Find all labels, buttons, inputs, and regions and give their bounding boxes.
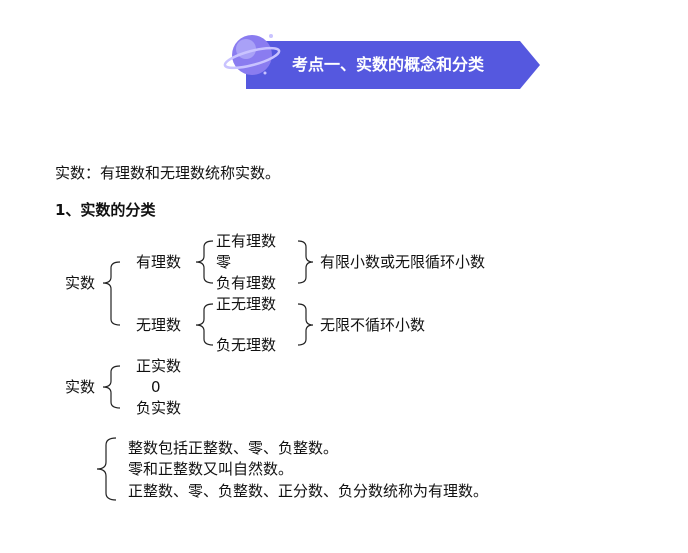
brace-rational bbox=[195, 240, 214, 284]
note-line: 整数包括正整数、零、负整数。 bbox=[128, 439, 339, 457]
rational-child: 负有理数 bbox=[216, 274, 277, 292]
rational-child: 正有理数 bbox=[216, 232, 277, 250]
intro-text: 实数：有理数和无理数统称实数。 bbox=[55, 164, 281, 182]
brace-real-sign bbox=[102, 365, 121, 409]
note-line: 零和正整数又叫自然数。 bbox=[128, 460, 294, 478]
banner-title: 考点一、实数的概念和分类 bbox=[292, 55, 485, 74]
brace-irrational-right bbox=[297, 303, 314, 346]
rational-child: 零 bbox=[216, 253, 232, 271]
rational-note: 有限小数或无限循环小数 bbox=[320, 253, 486, 271]
rational-label: 有理数 bbox=[136, 253, 182, 271]
brace-real bbox=[102, 261, 121, 326]
tree2-child: 0 bbox=[151, 378, 161, 396]
note-line: 正整数、零、负整数、正分数、负分数统称为有理数。 bbox=[128, 482, 489, 500]
irrational-note: 无限不循环小数 bbox=[320, 316, 426, 334]
brace-rational-right bbox=[297, 240, 314, 284]
section-heading: 1、实数的分类 bbox=[55, 201, 156, 219]
tree2-root: 实数 bbox=[65, 378, 96, 396]
tree1-root: 实数 bbox=[65, 274, 96, 292]
brace-irrational bbox=[195, 303, 214, 346]
banner-arrow bbox=[520, 41, 540, 89]
planet-icon bbox=[223, 34, 281, 75]
irrational-child: 正无理数 bbox=[216, 295, 277, 313]
irrational-label: 无理数 bbox=[136, 316, 182, 334]
tree2-child: 正实数 bbox=[136, 357, 182, 375]
section-banner bbox=[246, 41, 520, 89]
irrational-child: 负无理数 bbox=[216, 336, 277, 354]
brace-notes bbox=[96, 437, 117, 501]
tree2-child: 负实数 bbox=[136, 399, 182, 417]
